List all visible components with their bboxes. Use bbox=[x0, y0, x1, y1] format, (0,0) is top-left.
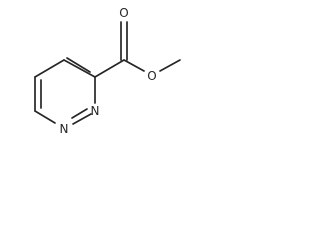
atom-labels: N N O O bbox=[60, 6, 157, 136]
atom-n2: N bbox=[91, 104, 100, 118]
atom-n1: N bbox=[60, 122, 69, 136]
bond-c4-c5 bbox=[34, 59, 65, 78]
bond-carbonyl-c-ester-o bbox=[123, 59, 145, 72]
atom-ester-o: O bbox=[147, 69, 156, 83]
atom-carbonyl-o: O bbox=[119, 6, 128, 20]
bonds bbox=[34, 21, 181, 125]
bond-ester-o-methyl bbox=[159, 59, 181, 72]
molecule-structure: N N O O bbox=[34, 6, 181, 136]
structure-canvas: N N O O bbox=[0, 0, 182, 138]
bond-c3-c4-inner bbox=[66, 57, 91, 73]
bond-c6-n1 bbox=[34, 110, 56, 124]
bond-c3-c4 bbox=[63, 59, 96, 78]
bond-n1-n2-inner bbox=[71, 108, 88, 119]
bond-n1-n2 bbox=[72, 113, 92, 125]
bond-c3-carbonyl-c bbox=[94, 59, 125, 78]
